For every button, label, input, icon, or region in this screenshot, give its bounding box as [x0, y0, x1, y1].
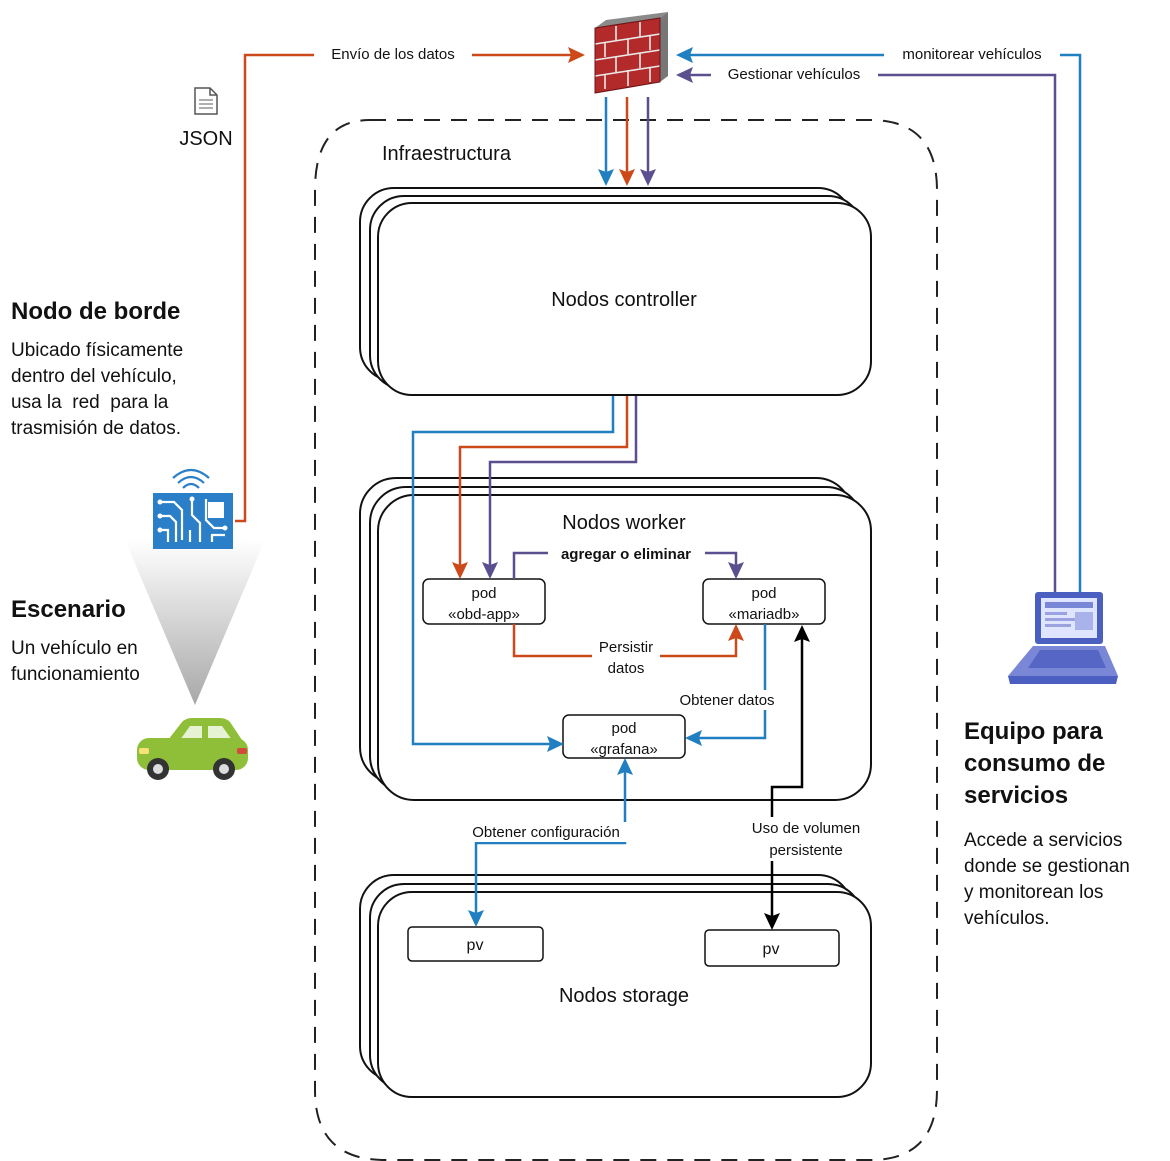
worker-nodes-label: Nodos worker [562, 512, 686, 534]
consumer-desc-3: y monitorean los [964, 882, 1104, 903]
iot-circuit-icon [153, 468, 233, 549]
consumer-desc-2: donde se gestionan [964, 856, 1130, 877]
edge-monitor-label: monitorear vehículos [902, 46, 1041, 63]
edge-node-desc-2: dentro del vehículo, [11, 366, 177, 387]
svg-text:«obd-app»: «obd-app» [448, 606, 520, 623]
pod-obd-app: pod «obd-app» [422, 578, 546, 625]
consumer-desc-1: Accede a servicios [964, 830, 1123, 851]
storage-nodes-label: Nodos storage [559, 985, 689, 1007]
edge-get-data: Obtener datos [668, 624, 788, 746]
svg-text:pod: pod [611, 720, 636, 737]
controller-nodes-label: Nodos controller [551, 289, 697, 311]
consumer-title-1: Equipo para [964, 718, 1103, 745]
pv-grafana: pv [407, 926, 544, 962]
infrastructure-label: Infraestructura [382, 143, 512, 165]
svg-text:pv: pv [467, 937, 484, 954]
pod-mariadb: pod «mariadb» [702, 578, 826, 625]
edge-send-data-label: Envío de los datos [331, 46, 454, 63]
pv-mariadb: pv [704, 929, 840, 967]
edge-get-config: Obtener configuración [450, 758, 643, 927]
scenario-desc-2: funcionamiento [11, 664, 140, 685]
edge-manage-label: Gestionar vehículos [728, 66, 861, 83]
edge-persist-label-1: Persistir [599, 639, 653, 656]
edge-node-annotation: Nodo de borde Ubicado físicamente dentro… [11, 296, 231, 442]
edge-get-config-label: Obtener configuración [472, 824, 620, 841]
edge-volume-use-label-1: Uso de volumen [752, 820, 860, 837]
svg-text:pod: pod [471, 585, 496, 602]
edge-node-desc-4: trasmisión de datos. [11, 418, 182, 439]
edge-controller-manage-obd [482, 396, 638, 579]
edge-monitor: monitorear vehículos [676, 44, 1082, 592]
consumer-annotation: Equipo para consumo de servicios Accede … [964, 716, 1169, 932]
svg-text:pod: pod [751, 585, 776, 602]
edge-controller-to-obd [452, 396, 629, 579]
laptop-icon [1008, 592, 1118, 684]
scenario-desc-1: Un vehículo en [11, 638, 138, 659]
storage-nodes: Nodos storage [359, 874, 872, 1098]
edge-node-desc-3: usa la red para la [11, 392, 169, 413]
edge-firewall-to-controller [598, 97, 656, 186]
edge-node-desc-1: Ubicado físicamente [11, 340, 184, 361]
infrastructure-boundary [314, 119, 938, 1161]
edge-get-data-label: Obtener datos [679, 692, 774, 709]
svg-text:«mariadb»: «mariadb» [729, 606, 800, 623]
scenario-annotation: Escenario Un vehículo en funcionamiento [11, 594, 211, 688]
edge-manage: Gestionar vehículos [676, 64, 1057, 592]
json-label: JSON [179, 128, 232, 150]
consumer-desc-4: vehículos. [964, 908, 1050, 929]
car-icon [137, 718, 248, 780]
edge-add-remove-label: agregar o eliminar [561, 546, 691, 563]
consumer-title-2: consumo de [964, 750, 1106, 777]
controller-nodes: Nodos controller [359, 187, 872, 396]
edge-send-data: Envío de los datos [235, 43, 585, 523]
pod-grafana: pod «grafana» [562, 714, 686, 759]
svg-text:pv: pv [763, 941, 780, 958]
edge-node-title: Nodo de borde [11, 298, 181, 325]
edge-persist-label-2: datos [608, 660, 645, 677]
edge-controller-to-grafana [411, 396, 615, 752]
signal-cone [125, 540, 265, 705]
scenario-title: Escenario [11, 596, 126, 623]
edge-volume-use-label-2: persistente [769, 842, 842, 859]
consumer-title-3: servicios [964, 782, 1069, 809]
edge-add-remove: agregar o eliminar [512, 544, 744, 579]
edge-volume-use: Uso de volumen persistente [733, 625, 879, 930]
firewall-icon [594, 12, 668, 94]
json-file-icon [194, 87, 218, 115]
edge-persist: Persistir datos [512, 624, 744, 678]
svg-text:«grafana»: «grafana» [590, 741, 658, 758]
